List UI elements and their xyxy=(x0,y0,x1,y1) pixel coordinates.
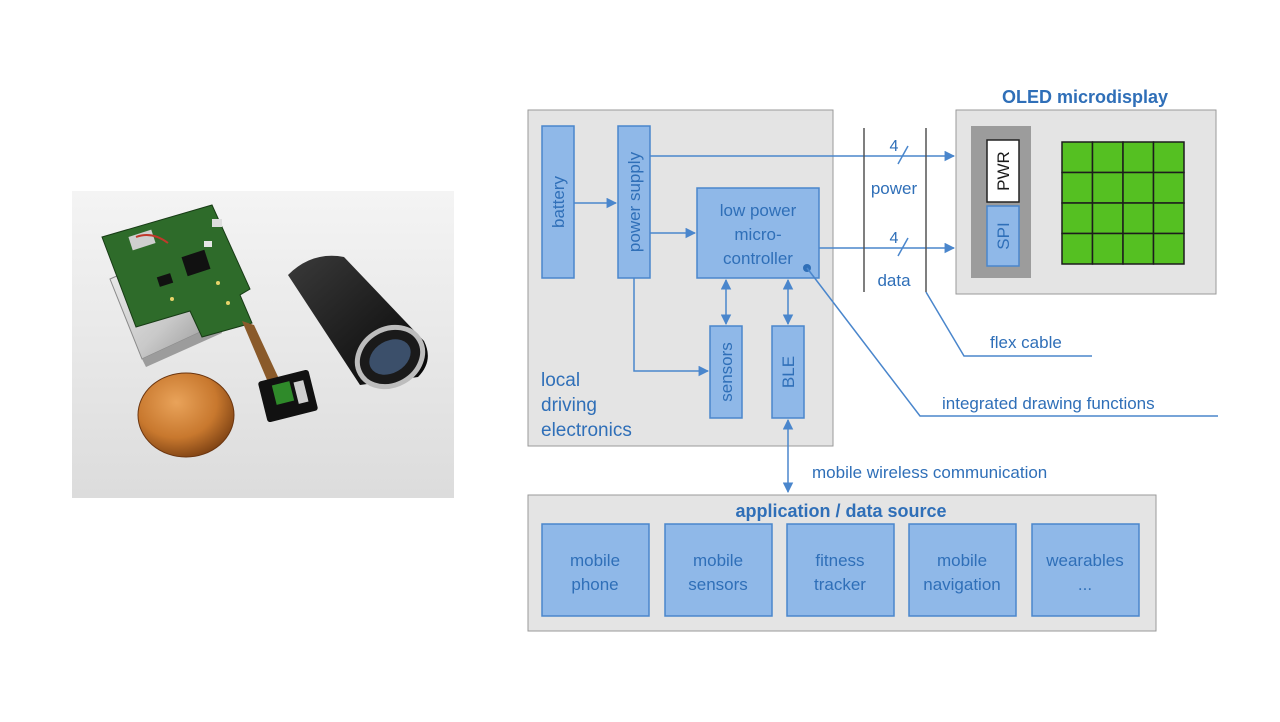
oled-pixel xyxy=(1122,171,1155,204)
source-line2: sensors xyxy=(688,575,748,594)
data-bus-label: data xyxy=(877,271,911,290)
sensors-label: sensors xyxy=(717,342,736,402)
oled-pixel xyxy=(1091,202,1124,235)
microcontroller-line1: low power xyxy=(720,201,797,220)
coin xyxy=(137,372,235,458)
oled-pixel xyxy=(1152,171,1185,204)
ble-label: BLE xyxy=(779,356,798,388)
arrow-supply-to-sensors xyxy=(633,278,710,377)
ble-box xyxy=(771,325,805,419)
battery-box xyxy=(541,125,575,279)
drawing-functions-leader xyxy=(806,267,1218,417)
source-line2: ... xyxy=(1078,575,1092,594)
power-supply-label: power supply xyxy=(625,151,644,252)
pwr-box xyxy=(986,139,1020,203)
oled-pixel xyxy=(1152,202,1185,235)
power-bus-count: 4 xyxy=(890,138,899,155)
local-label-line2: driving xyxy=(541,395,597,416)
flex-cable-label: flex cable xyxy=(990,333,1062,352)
data-bus-slash xyxy=(897,237,909,257)
power-bus-label: power xyxy=(871,179,918,198)
spi-label: SPI xyxy=(994,222,1013,249)
source-box xyxy=(908,523,1017,617)
pcb-board xyxy=(101,204,253,338)
oled-pixel xyxy=(1061,141,1094,174)
oled-pixel xyxy=(1091,141,1124,174)
optics-housing xyxy=(288,255,428,390)
app-title: application / data source xyxy=(735,501,946,521)
oled-pixel xyxy=(1122,141,1155,174)
microcontroller-box xyxy=(696,187,820,279)
power-supply-box xyxy=(617,125,651,279)
oled-pixel xyxy=(1122,202,1155,235)
source-line2: navigation xyxy=(923,575,1001,594)
oled-pixel xyxy=(1061,202,1094,235)
source-box xyxy=(1031,523,1140,617)
wireless-label: mobile wireless communication xyxy=(812,463,1047,482)
pixel-array xyxy=(1061,141,1185,265)
source-line1: mobile xyxy=(693,551,743,570)
local-label-line3: electronics xyxy=(541,420,632,441)
power-bus-slash xyxy=(897,145,909,165)
source-line1: mobile xyxy=(937,551,987,570)
display-module xyxy=(258,369,318,423)
drawing-functions-label: integrated drawing functions xyxy=(942,394,1155,413)
oled-pixel xyxy=(1061,171,1094,204)
oled-title: OLED microdisplay xyxy=(1002,87,1168,107)
source-line2: tracker xyxy=(814,575,866,594)
battery-label: battery xyxy=(549,176,568,228)
local-label-line1: local xyxy=(541,370,580,391)
oled-pixel xyxy=(1122,232,1155,265)
source-line1: mobile xyxy=(570,551,620,570)
pwr-label: PWR xyxy=(994,151,1013,191)
oled-pixel xyxy=(1091,232,1124,265)
oled-pixel xyxy=(1061,232,1094,265)
microcontroller-line3: controller xyxy=(723,249,793,268)
sensors-box xyxy=(709,325,743,419)
oled-pixel xyxy=(1091,171,1124,204)
data-bus-count: 4 xyxy=(890,230,899,247)
source-box xyxy=(664,523,773,617)
microcontroller-line2: micro- xyxy=(734,225,781,244)
flex-cable-leader xyxy=(925,291,1092,357)
source-boxes: mobile phone mobile sensors fitness trac… xyxy=(541,523,1140,617)
device-photo xyxy=(72,191,454,498)
source-box xyxy=(786,523,895,617)
oled-pixel xyxy=(1152,232,1185,265)
source-line1: wearables xyxy=(1045,551,1124,570)
oled-pixel xyxy=(1152,141,1185,174)
source-line1: fitness xyxy=(815,551,864,570)
flex-cable xyxy=(242,321,280,387)
source-box xyxy=(541,523,650,617)
spi-box xyxy=(986,205,1020,267)
source-line2: phone xyxy=(571,575,618,594)
